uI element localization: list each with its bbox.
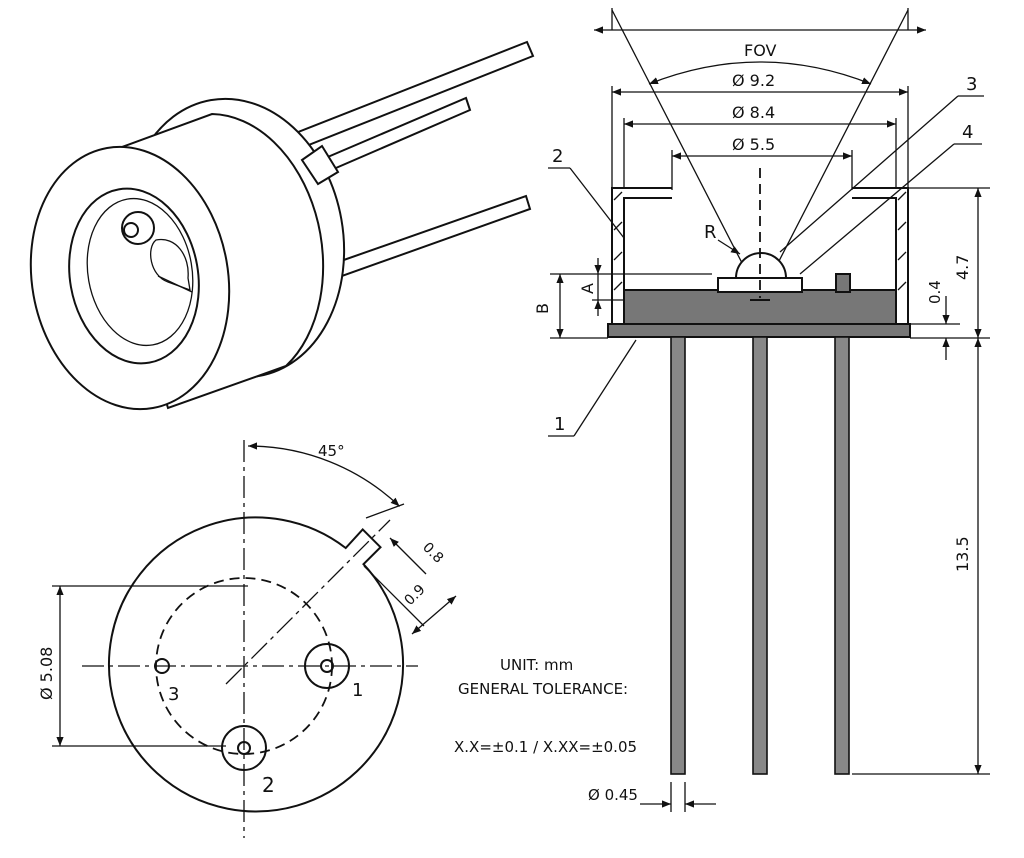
- iso-aperture: [68, 187, 200, 365]
- pin-3: [154, 658, 170, 674]
- dim-84-label: Ø 8.4: [732, 103, 775, 122]
- side-view: FOV Ø 9.2 Ø 8.4 Ø 5.5: [533, 8, 990, 812]
- fov-arc: [648, 61, 872, 85]
- tolerance-title: GENERAL TOLERANCE:: [458, 680, 628, 698]
- callout-1: 1: [554, 414, 565, 435]
- notes: UNIT: mm GENERAL TOLERANCE: X.X=±0.1 / X…: [454, 656, 637, 756]
- header-block: [623, 289, 897, 327]
- callout-4: 4: [962, 122, 973, 143]
- angle-arc: [247, 442, 401, 507]
- iso-leads: [286, 40, 535, 278]
- dim-92-label: Ø 9.2: [732, 71, 775, 90]
- pin-2-label: 2: [262, 773, 275, 797]
- dim-47-label: 4.7: [953, 255, 972, 280]
- tolerance-values: X.X=±0.1 / X.XX=±0.05: [454, 738, 637, 756]
- lead-left: [670, 336, 686, 775]
- label-r: R: [704, 222, 717, 243]
- lead-middle: [752, 336, 768, 775]
- fov-line-right: [759, 9, 909, 299]
- lead-right: [834, 336, 850, 775]
- dim-08-label: 0.8: [419, 540, 446, 567]
- lens: [734, 252, 788, 279]
- dim-04-label: 0.4: [926, 280, 944, 304]
- fov-line-left: [611, 9, 761, 299]
- dim-09-label: 0.9: [402, 582, 429, 609]
- angle-label: 45°: [318, 442, 345, 460]
- dim-508-label: Ø 5.08: [37, 647, 56, 700]
- bottom-outline: [108, 516, 404, 813]
- label-b: B: [533, 303, 552, 314]
- callout-3: 3: [966, 74, 977, 95]
- callout-2: 2: [552, 146, 563, 167]
- unit-note: UNIT: mm: [500, 656, 573, 674]
- dim-135-label: 13.5: [953, 536, 972, 572]
- bottom-view: 45° 0.8 0.9 Ø 5.08 1 2 3: [37, 440, 457, 838]
- pin-2: [221, 725, 267, 771]
- label-a: A: [578, 283, 597, 294]
- dim-55-label: Ø 5.5: [732, 135, 775, 154]
- base-plate: [607, 323, 911, 338]
- iso-tab: [300, 144, 340, 186]
- pin-1-label: 1: [352, 680, 363, 701]
- pin-3-label: 3: [168, 684, 179, 705]
- isometric-view: [29, 40, 535, 411]
- cap-outer: [611, 187, 672, 324]
- pin-1: [304, 643, 350, 689]
- fov-label: FOV: [744, 41, 777, 60]
- dim-045-label: Ø 0.45: [588, 786, 638, 804]
